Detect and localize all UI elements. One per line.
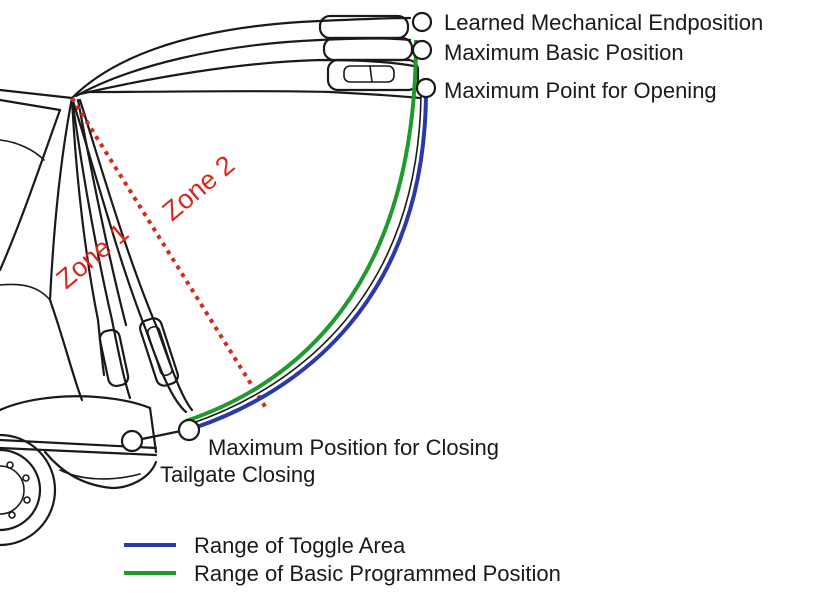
tailgate-low <box>70 96 106 377</box>
basic-programmed-arc <box>185 39 418 423</box>
max-point-opening-label: Maximum Point for Opening <box>444 78 717 103</box>
zone-divider-line <box>70 96 268 410</box>
max-position-closing-label: Maximum Position for Closing <box>208 435 499 460</box>
legend-toggle-label: Range of Toggle Area <box>194 533 406 558</box>
tailgate-mid <box>70 96 132 400</box>
learned-endposition-label: Learned Mechanical Endposition <box>444 10 763 35</box>
max-basic-position-label: Maximum Basic Position <box>444 40 684 65</box>
wheel-lug-nuts <box>6 461 31 519</box>
toggle-area-arc <box>193 89 428 430</box>
tailgate-closing-label: Tailgate Closing <box>160 462 315 487</box>
legend: Range of Toggle Area Range of Basic Prog… <box>124 533 561 586</box>
max-basic-position-marker <box>411 39 433 61</box>
max-position-closing-marker <box>177 418 201 442</box>
tailgate-open-stack <box>70 14 422 100</box>
tailgate-path-arc <box>189 87 422 425</box>
tailgate-closing-marker <box>120 429 144 453</box>
vehicle-body <box>0 88 158 547</box>
max-point-opening-marker <box>415 77 437 99</box>
learned-endposition-marker <box>411 11 433 33</box>
zone2-label: Zone 2 <box>157 150 241 227</box>
legend-basic-label: Range of Basic Programmed Position <box>194 561 561 586</box>
